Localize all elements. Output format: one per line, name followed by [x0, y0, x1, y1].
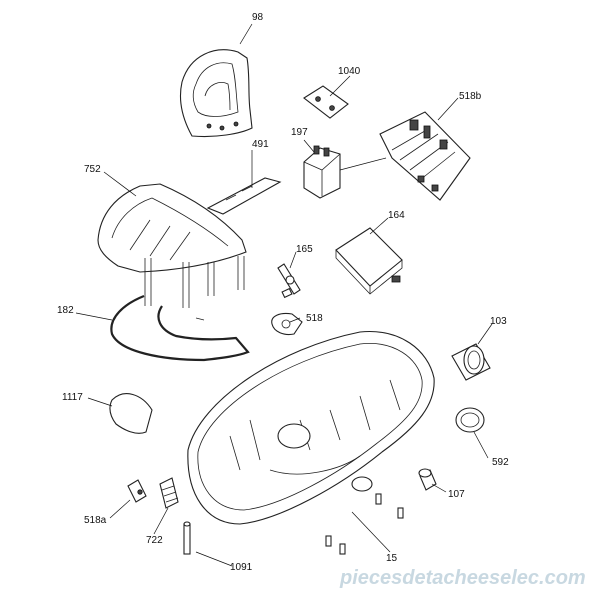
part-491	[206, 177, 282, 215]
part-165	[277, 263, 301, 299]
callout-labels: 98 1040 518b 197 491 752 164 165 182 518…	[57, 12, 509, 573]
part-518b	[379, 111, 471, 201]
callout-182: 182	[57, 305, 74, 316]
callout-164: 164	[388, 210, 405, 221]
part-592	[455, 407, 485, 433]
part-98	[179, 49, 253, 138]
part-15	[187, 330, 435, 555]
callout-1117: 1117	[62, 392, 83, 403]
callout-1091: 1091	[230, 562, 253, 573]
callout-1040: 1040	[338, 66, 361, 77]
part-1040	[303, 85, 349, 119]
callout-518a: 518a	[84, 515, 107, 526]
part-182	[110, 294, 250, 362]
callout-165: 165	[296, 244, 313, 255]
callout-491: 491	[252, 139, 269, 150]
part-752	[97, 183, 247, 308]
part-107	[418, 468, 437, 491]
callout-103: 103	[490, 316, 507, 327]
part-1117	[109, 393, 153, 434]
callout-15: 15	[386, 553, 398, 564]
callout-592: 592	[492, 457, 509, 468]
part-518	[271, 312, 303, 336]
part-1091	[183, 521, 191, 555]
callout-197: 197	[291, 127, 308, 138]
part-197	[303, 145, 387, 199]
callout-722: 722	[146, 535, 163, 546]
callout-518: 518	[306, 313, 323, 324]
callout-98: 98	[252, 12, 264, 23]
part-518a	[127, 479, 147, 503]
leader-lines	[75, 23, 493, 567]
watermark: piecesdetacheeselec.com	[339, 567, 586, 589]
part-722	[159, 477, 179, 509]
callout-518b: 518b	[459, 91, 482, 102]
callout-752: 752	[84, 164, 101, 175]
part-103	[451, 343, 491, 381]
part-164	[335, 227, 403, 295]
callout-107: 107	[448, 489, 465, 500]
